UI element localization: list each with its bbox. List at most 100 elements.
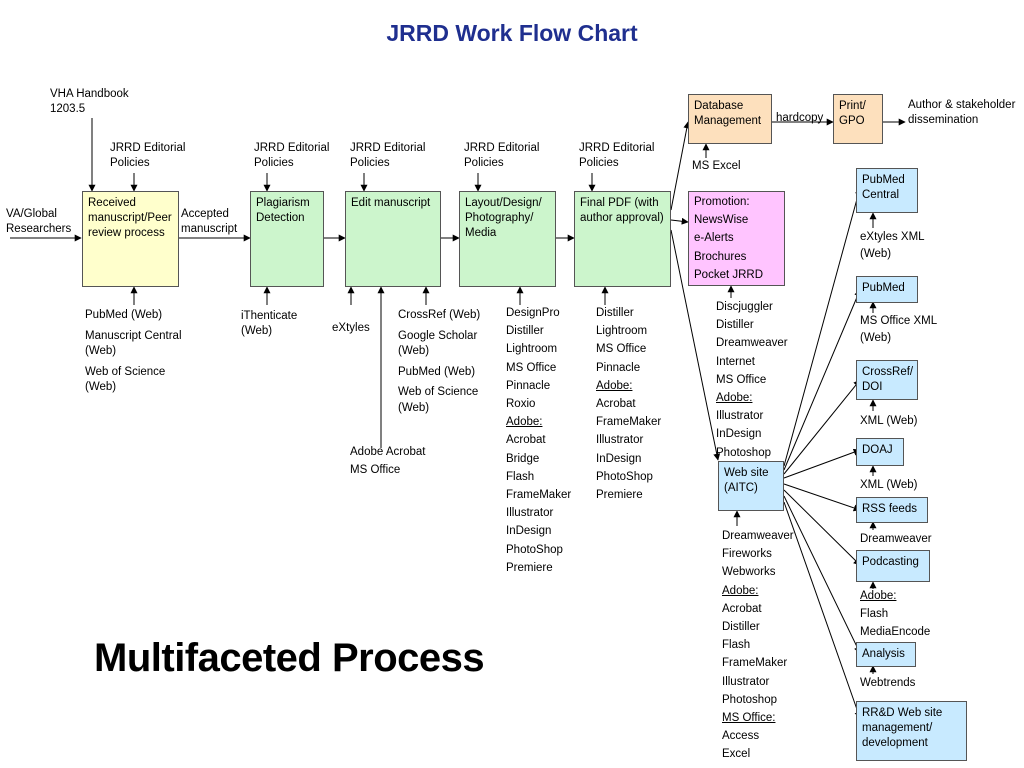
tool-item: Flash bbox=[722, 639, 751, 652]
ithenticate-label: iThenticate (Web) bbox=[241, 310, 298, 337]
dissemination-label: Author & stakeholder dissemination bbox=[908, 99, 1016, 126]
tool-item: Discjuggler bbox=[716, 301, 773, 313]
received-manuscript-box: Received manuscript/Peer review process bbox=[82, 191, 179, 287]
tool-item: FrameMaker bbox=[722, 657, 788, 670]
ms-excel-label: MS Excel bbox=[692, 160, 741, 172]
tool-item: FrameMaker bbox=[506, 489, 572, 502]
tool-item: Acrobat bbox=[506, 434, 546, 447]
tool-item: FrameMaker bbox=[596, 416, 662, 429]
print-gpo-box: Print/ GPO bbox=[833, 94, 883, 144]
hardcopy-label: hardcopy bbox=[776, 112, 824, 124]
extyles-label: eXtyles bbox=[332, 322, 370, 334]
output-pubmed-central-tools: eXtyles XML (Web) bbox=[860, 231, 925, 260]
tool-item: PhotoShop bbox=[506, 543, 563, 556]
output-podcasting-tools: Adobe: Flash MediaEncode bbox=[860, 587, 930, 642]
tool-item: InDesign bbox=[716, 428, 762, 441]
tool-item: Illustrator bbox=[506, 507, 554, 520]
tool-item: Distiller bbox=[596, 307, 634, 319]
output-podcasting: Podcasting bbox=[856, 550, 930, 582]
tool-item: MS Office bbox=[506, 361, 557, 374]
tool-item: Adobe: bbox=[860, 590, 897, 602]
policy-label-layout: JRRD Editorial Policies bbox=[464, 142, 540, 169]
tool-item: Premiere bbox=[596, 489, 643, 502]
tool-item: Web of Science (Web) bbox=[398, 386, 479, 414]
policy-label-received: JRRD Editorial Policies bbox=[110, 142, 186, 169]
output-doaj: DOAJ bbox=[856, 438, 904, 466]
tool-item: MS Office bbox=[596, 343, 647, 356]
tool-item: Distiller bbox=[716, 319, 754, 332]
tool-item: MediaEncode bbox=[860, 626, 931, 639]
received-tools: PubMed (Web) Manuscript Central (Web) We… bbox=[85, 308, 195, 396]
edit-reference-tools: CrossRef (Web) Google Scholar (Web) PubM… bbox=[398, 308, 493, 416]
output-rrd-website: RR&D Web site management/ development bbox=[856, 701, 967, 761]
tool-item: DesignPro bbox=[506, 307, 560, 319]
tool-item: Manuscript Central (Web) bbox=[85, 329, 182, 358]
promotion-newswise: NewsWise bbox=[694, 214, 749, 227]
tool-item: Pinnacle bbox=[596, 361, 641, 374]
tool-item: PhotoShop bbox=[596, 470, 653, 483]
promotion-box: Promotion: NewsWise e-Alerts Brochures P… bbox=[688, 191, 785, 286]
output-rss-tools: Dreamweaver bbox=[860, 533, 932, 545]
website-aitc-box: Web site (AITC) bbox=[718, 461, 784, 511]
promotion-pocket-jrrd: Pocket JRRD bbox=[694, 268, 764, 281]
output-crossref-doi: CrossRef/ DOI bbox=[856, 360, 918, 400]
output-doaj-tools: XML (Web) bbox=[860, 479, 918, 491]
tool-item: Webworks bbox=[722, 566, 776, 579]
tool-item: Adobe: bbox=[722, 584, 759, 597]
tool-item: Photoshop bbox=[716, 446, 771, 459]
tool-item: Dreamweaver bbox=[716, 337, 788, 350]
tool-item: Distiller bbox=[506, 325, 544, 338]
output-pubmed-central: PubMed Central bbox=[856, 168, 918, 213]
tool-item: Lightroom bbox=[506, 343, 558, 356]
tool-item: Google Scholar (Web) bbox=[398, 329, 478, 358]
tool-item: Excel bbox=[722, 748, 751, 761]
tool-item: Distiller bbox=[722, 621, 760, 634]
tool-item: PubMed (Web) bbox=[398, 365, 476, 378]
output-analysis: Analysis bbox=[856, 642, 916, 667]
policy-label-plagiarism: JRRD Editorial Policies bbox=[254, 142, 330, 169]
tool-item: Dreamweaver bbox=[722, 530, 794, 542]
promotion-ealerts: e-Alerts bbox=[694, 232, 734, 245]
tool-item: Acrobat bbox=[596, 398, 636, 411]
layout-design-box: Layout/Design/ Photography/ Media bbox=[459, 191, 556, 287]
tool-item: MS Office bbox=[716, 373, 767, 386]
plagiarism-detection-box: Plagiarism Detection bbox=[250, 191, 324, 287]
policy-label-final: JRRD Editorial Policies bbox=[579, 142, 655, 169]
output-pubmed: PubMed bbox=[856, 276, 918, 303]
tool-item: Adobe: bbox=[716, 392, 753, 405]
tool-item: Pinnacle bbox=[506, 379, 551, 392]
chart-title: JRRD Work Flow Chart bbox=[386, 20, 638, 46]
edit-adobe-tools: Adobe Acrobat MS Office bbox=[350, 443, 425, 479]
tool-item: Illustrator bbox=[596, 434, 644, 447]
tool-item: Flash bbox=[860, 608, 889, 621]
tool-item: MS Office bbox=[350, 464, 401, 477]
tool-item: CrossRef (Web) bbox=[398, 309, 481, 321]
tool-item: Illustrator bbox=[722, 675, 770, 688]
final-pdf-box: Final PDF (with author approval) bbox=[574, 191, 671, 287]
tool-item: Fireworks bbox=[722, 548, 772, 561]
edit-manuscript-box: Edit manuscript bbox=[345, 191, 441, 287]
tool-item: Photoshop bbox=[722, 693, 777, 706]
policy-label-edit: JRRD Editorial Policies bbox=[350, 142, 426, 169]
tool-item: Bridge bbox=[506, 452, 540, 465]
vha-handbook-label: VHA Handbook 1203.5 bbox=[50, 88, 129, 115]
tool-item: Illustrator bbox=[716, 410, 764, 423]
tool-item: Internet bbox=[716, 355, 755, 368]
va-global-researchers-label: VA/Global Researchers bbox=[6, 208, 72, 235]
tool-item: Premiere bbox=[506, 561, 553, 574]
output-analysis-tools: Webtrends bbox=[860, 677, 916, 689]
tool-item: Acrobat bbox=[722, 602, 762, 615]
promotion-title: Promotion: bbox=[694, 196, 750, 208]
output-pubmed-tools: MS Office XML (Web) bbox=[860, 315, 937, 344]
tool-item: Roxio bbox=[506, 398, 536, 411]
tool-item: InDesign bbox=[506, 525, 552, 538]
tool-item: Access bbox=[722, 730, 760, 743]
accepted-manuscript-label: Accepted manuscript bbox=[181, 208, 238, 235]
database-management-box: Database Management bbox=[688, 94, 772, 144]
tool-item: InDesign bbox=[596, 452, 642, 465]
